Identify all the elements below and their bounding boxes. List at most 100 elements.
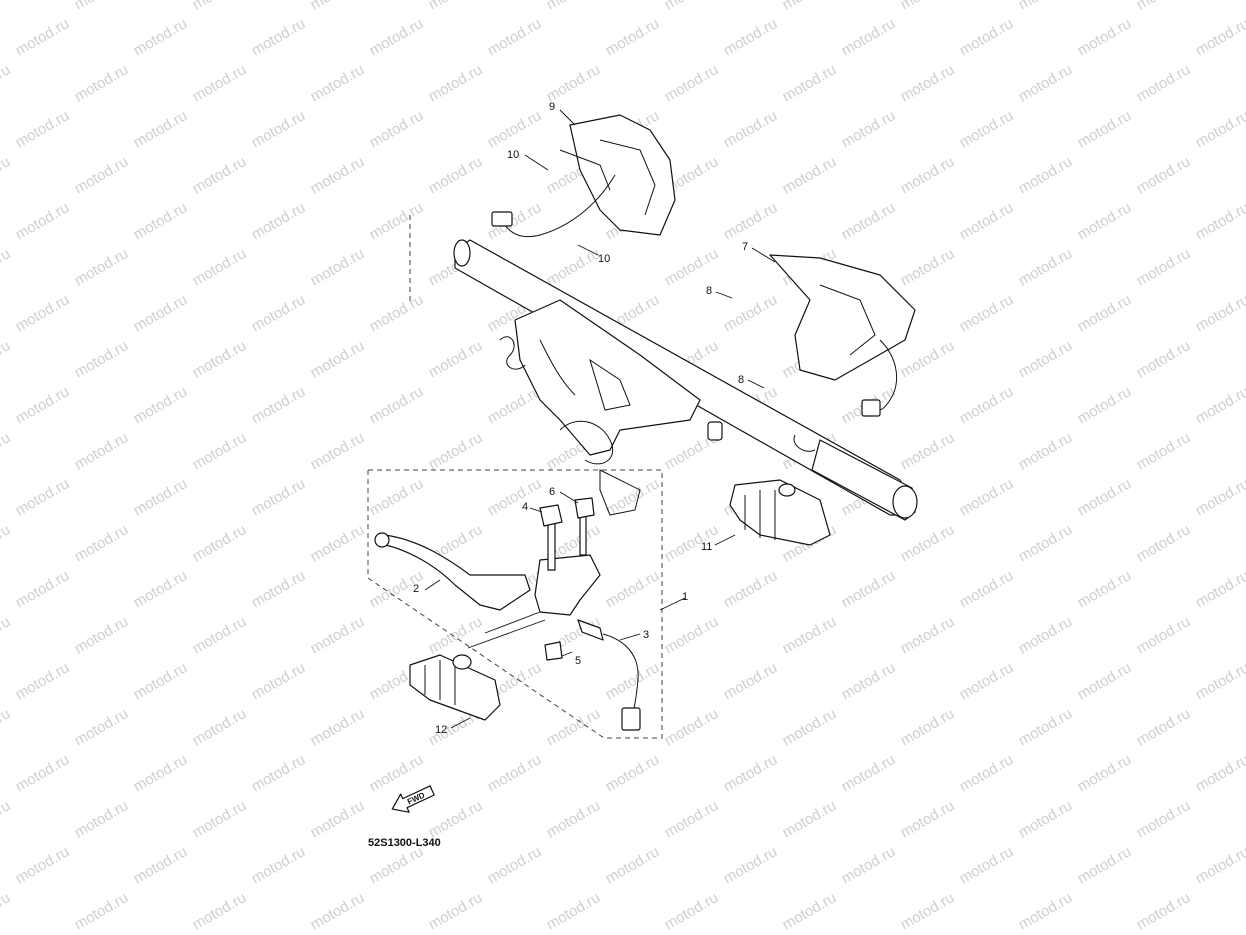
part-9-switch-cover [491,114,676,238]
watermark-text: motod.ru [308,889,368,933]
watermark-text: motod.ru [1193,291,1246,335]
watermark-text: motod.ru [603,751,663,795]
watermark-text: motod.ru [72,0,132,13]
watermark-text: motod.ru [0,337,13,381]
watermark-text: motod.ru [72,889,132,933]
watermark-text: motod.ru [131,291,191,335]
watermark-text: motod.ru [367,15,427,59]
watermark-text: motod.ru [898,613,958,657]
watermark-text: motod.ru [1134,429,1194,473]
watermark-text: motod.ru [1193,751,1246,795]
watermark-text: motod.ru [1193,475,1246,519]
watermark-text: motod.ru [780,0,840,13]
watermark-text: motod.ru [13,751,73,795]
callout-10: 10 [598,253,610,265]
watermark-text: motod.ru [839,107,899,151]
assembly-group-outline [367,469,663,739]
watermark-text: motod.ru [0,153,13,197]
watermark-text: motod.ru [249,199,309,243]
watermark-text: motod.ru [190,337,250,381]
watermark-text: motod.ru [0,705,13,749]
part-7-handlebar-switch [769,254,916,417]
watermark-text: motod.ru [249,107,309,151]
watermark-text: motod.ru [957,107,1017,151]
watermark-text: motod.ru [721,659,781,703]
watermark-text: motod.ru [0,521,13,565]
watermark-text: motod.ru [898,521,958,565]
watermark-text: motod.ru [898,337,958,381]
watermark-text: motod.ru [72,337,132,381]
callout-6: 6 [549,486,555,498]
part-12-grip [409,654,501,721]
watermark-text: motod.ru [957,659,1017,703]
watermark-text: motod.ru [131,751,191,795]
callout-9: 9 [549,101,555,113]
watermark-text: motod.ru [780,797,840,841]
watermark-text: motod.ru [0,797,13,841]
callout-5: 5 [575,655,581,667]
watermark-text: motod.ru [898,0,958,13]
watermark-text: motod.ru [780,153,840,197]
watermark-text: motod.ru [131,659,191,703]
watermark-text: motod.ru [839,199,899,243]
watermark-text: motod.ru [1134,153,1194,197]
watermark-text: motod.ru [1075,751,1135,795]
watermark-text: motod.ru [544,889,604,933]
watermark-text: motod.ru [1075,567,1135,611]
watermark-text: motod.ru [1075,843,1135,887]
watermark-text: motod.ru [72,245,132,289]
watermark-text: motod.ru [249,291,309,335]
watermark-text: motod.ru [131,567,191,611]
watermark-text: motod.ru [1075,475,1135,519]
callout-11: 11 [701,541,712,553]
watermark-text: motod.ru [780,613,840,657]
watermark-text: motod.ru [190,521,250,565]
watermark-text: motod.ru [13,15,73,59]
callout-8: 8 [738,374,744,386]
watermark-text: motod.ru [1075,107,1135,151]
watermark-text: motod.ru [190,153,250,197]
watermark-text: motod.ru [544,0,604,13]
watermark-text: motod.ru [0,61,13,105]
watermark-text: motod.ru [131,199,191,243]
watermark-text: motod.ru [13,843,73,887]
watermark-text: motod.ru [367,475,427,519]
watermark-text: motod.ru [367,107,427,151]
watermark-text: motod.ru [367,751,427,795]
watermark-text: motod.ru [72,61,132,105]
watermark-text: motod.ru [249,475,309,519]
watermark-text: motod.ru [1134,61,1194,105]
watermark-text: motod.ru [190,429,250,473]
watermark-text: motod.ru [1193,15,1246,59]
watermark-text: motod.ru [190,0,250,13]
watermark-text: motod.ru [898,61,958,105]
callout-7: 7 [742,241,748,253]
watermark-text: motod.ru [898,245,958,289]
watermark-text: motod.ru [13,475,73,519]
watermark-text: motod.ru [603,475,663,519]
watermark-text: motod.ru [249,567,309,611]
watermark-text: motod.ru [426,613,486,657]
callout-12: 12 [435,724,447,736]
part-11-grip [729,479,831,546]
watermark-text: motod.ru [0,429,13,473]
watermark-text: motod.ru [1193,659,1246,703]
watermark-text: motod.ru [1016,521,1076,565]
watermark-text: motod.ru [367,291,427,335]
watermark-text: motod.ru [839,15,899,59]
watermark-text: motod.ru [249,751,309,795]
callout-1: 1 [682,591,688,603]
watermark-text: motod.ru [72,613,132,657]
watermark-text: motod.ru [485,843,545,887]
watermark-text: motod.ru [1075,199,1135,243]
watermark-text: motod.ru [1016,429,1076,473]
watermark-text: motod.ru [13,567,73,611]
watermark-text: motod.ru [839,843,899,887]
watermark-text: motod.ru [1193,107,1246,151]
watermark-text: motod.ru [426,337,486,381]
callout-10: 10 [507,149,519,161]
watermark-text: motod.ru [308,153,368,197]
watermark-text: motod.ru [426,889,486,933]
watermark-text: motod.ru [249,383,309,427]
